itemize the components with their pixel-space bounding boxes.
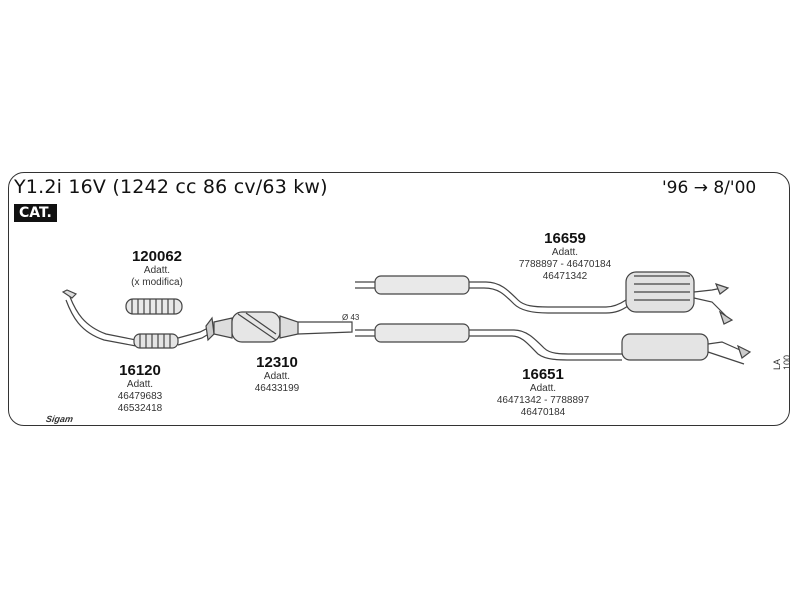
part-code: 16651	[522, 366, 564, 383]
cat-badge: CAT.	[14, 204, 57, 222]
vehicle-title: Y1.2i 16V (1242 cc 86 cv/63 kw)	[14, 176, 328, 198]
catalyst-drawing	[213, 311, 353, 343]
part-code: 120062	[131, 248, 183, 265]
part-code: 12310	[256, 354, 298, 371]
part-code: 16659	[544, 230, 586, 247]
part-line: 46471342 - 7788897	[496, 395, 590, 406]
part-16120: 16120 Adatt. 46479683 46532418	[95, 362, 185, 415]
part-line: 46479683	[117, 391, 163, 402]
diagram-code-label: LA 100	[772, 354, 792, 370]
part-120062: 120062 Adatt. (x modifica)	[112, 248, 202, 289]
part-line: Adatt.	[143, 265, 171, 276]
diameter-label: Ø 43	[342, 313, 360, 322]
part-code: 16120	[119, 362, 161, 379]
brand-logo: Sigam	[45, 414, 74, 424]
year-range: '96 → 8/'00	[662, 178, 757, 198]
part-line: Adatt.	[126, 379, 154, 390]
part-line: 46532418	[117, 403, 163, 414]
part-16659: 16659 Adatt. 7788897 - 46470184 46471342	[500, 230, 630, 283]
part-line: 46471342	[542, 271, 588, 282]
part-line: Adatt.	[263, 371, 291, 382]
part-16651: 16651 Adatt. 46471342 - 7788897 46470184	[478, 366, 608, 419]
part-line: 46470184	[520, 407, 566, 418]
part-12310: 12310 Adatt. 46433199	[232, 354, 322, 395]
part-line: 7788897 - 46470184	[518, 259, 612, 270]
part-line: 46433199	[254, 383, 300, 394]
rear-silencer-16651-drawing	[355, 323, 752, 365]
rear-silencer-16659-drawing	[355, 271, 734, 325]
part-line: Adatt.	[529, 383, 557, 394]
part-line: Adatt.	[551, 247, 579, 258]
part-line: (x modifica)	[131, 277, 183, 288]
flex-adapter-drawing	[125, 298, 183, 315]
front-pipe-drawing	[61, 289, 215, 349]
